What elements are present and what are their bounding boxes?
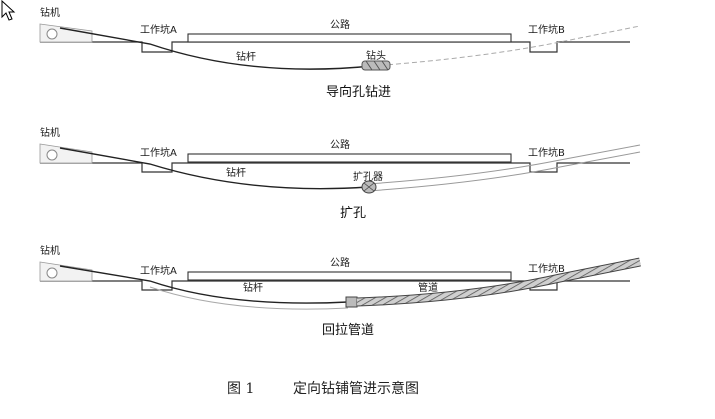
drill-head-icon (361, 60, 391, 71)
drill-rod-path (59, 147, 369, 190)
road-slab (187, 33, 512, 43)
road-label: 公路 (330, 256, 350, 269)
pit-b-label: 工作坑B (528, 23, 565, 36)
road-label: 公路 (330, 138, 350, 151)
stage-2-reaming: 钻机 工作坑A 公路 工作坑B 钻杆 扩孔器 扩孔 (39, 126, 641, 221)
drill-rig-label: 钻机 (40, 126, 60, 139)
figure-number: 图 1 (227, 381, 254, 397)
road-slab (187, 271, 512, 281)
reamer-label: 扩孔器 (353, 170, 383, 183)
stage-3-pullback: 钻机 工作坑A 公路 工作坑B 钻杆 管道 回拉管道 (39, 244, 641, 338)
stage-caption: 扩孔 (340, 206, 366, 221)
pit-a-label: 工作坑A (140, 146, 177, 159)
planned-path (371, 25, 641, 67)
pipe-body (356, 258, 641, 306)
reamer-icon (361, 180, 377, 194)
stage-caption: 回拉管道 (322, 323, 374, 338)
road-label: 公路 (330, 18, 350, 31)
ground-line (40, 280, 630, 291)
reamed-hole-upper (367, 144, 641, 185)
pit-a-label: 工作坑A (140, 23, 177, 36)
ground-line (40, 41, 630, 53)
drill-rod-label: 钻杆 (236, 50, 256, 63)
drill-rig-label: 钻机 (40, 244, 60, 257)
reamed-hole-lower (367, 151, 641, 192)
stage-caption: 导向孔钻进 (326, 84, 391, 100)
figure-title: 定向钻铺管进示意图 (293, 380, 419, 397)
stage-1-pilot-hole: 钻机 工作坑A 公路 工作坑B 钻杆 钻头 导向孔钻进 (39, 6, 641, 100)
pit-b-label: 工作坑B (528, 262, 565, 275)
pullback-connector-icon (345, 296, 358, 308)
drill-rig-label: 钻机 (40, 6, 60, 19)
drill-rod-label: 钻杆 (243, 281, 263, 294)
drill-head-label: 钻头 (366, 49, 386, 62)
drill-rod-path (59, 265, 349, 304)
pit-a-label: 工作坑A (140, 264, 177, 277)
reamed-hole-lower (149, 286, 349, 310)
pipe-label: 管道 (418, 281, 438, 294)
drill-rig-icon (39, 261, 93, 282)
drill-rig-icon (39, 143, 93, 164)
drill-rod-path (59, 27, 373, 70)
drill-rig-icon (39, 23, 93, 43)
drill-rod-label: 钻杆 (226, 166, 246, 179)
pit-b-label: 工作坑B (528, 146, 565, 159)
road-slab (187, 153, 512, 163)
mouse-pointer-icon (1, 0, 16, 21)
